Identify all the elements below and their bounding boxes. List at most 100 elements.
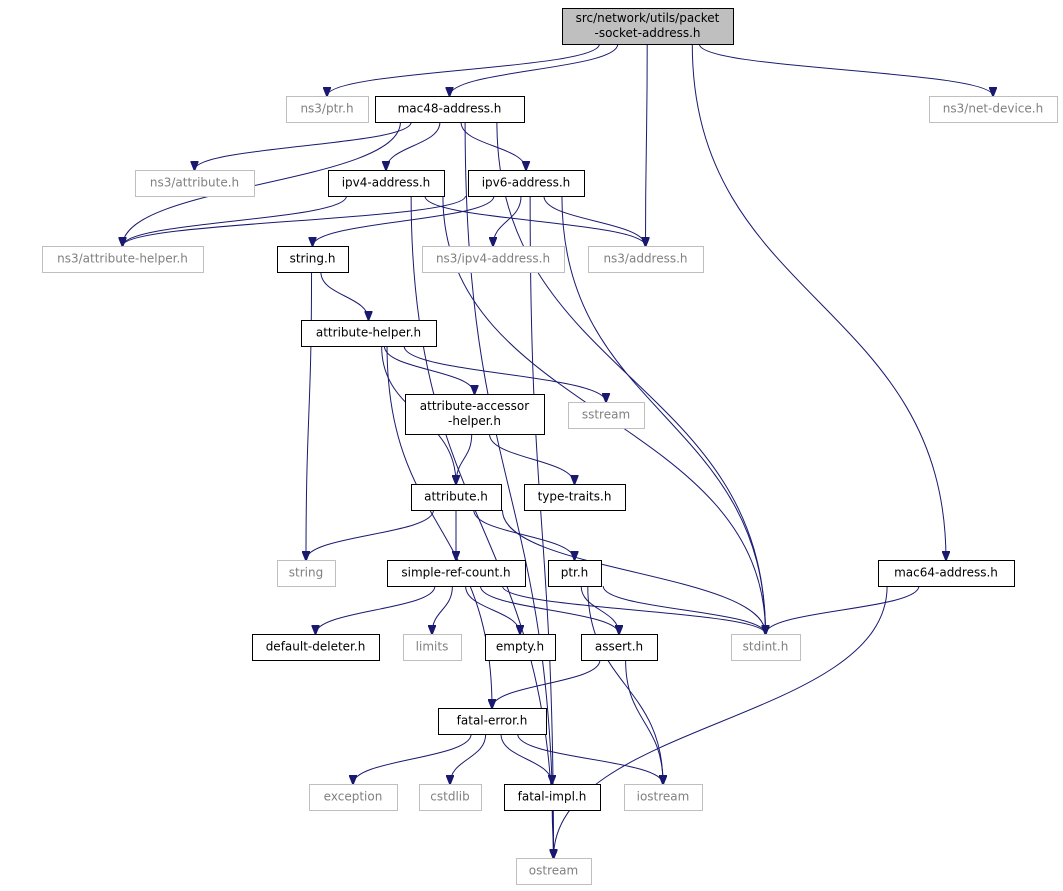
node-ptr-label-0: ptr.h xyxy=(561,566,589,580)
node-exception-label-0: exception xyxy=(324,790,383,804)
edge-ipv6-to-attrhelper_ns3 xyxy=(123,195,466,246)
nodes: src/network/utils/packet-socket-address.… xyxy=(42,8,1058,885)
node-ostream: ostream xyxy=(516,858,592,885)
node-empty[interactable]: empty.h xyxy=(485,634,556,661)
node-ipv4addr_ns3-box xyxy=(422,246,565,273)
node-mac48[interactable]: mac48-address.h xyxy=(375,96,525,123)
node-limits-box xyxy=(403,634,462,661)
edge-ipv4-to-attrhelper_ns3 xyxy=(123,195,347,246)
node-assert-label-0: assert.h xyxy=(595,640,643,654)
node-fatalerror-box xyxy=(438,708,547,735)
edge-mac48-to-attrhelper_ns3 xyxy=(123,121,401,246)
edge-attribute-to-ptr xyxy=(473,509,575,560)
node-attribute[interactable]: attribute.h xyxy=(411,484,502,511)
node-ipv4addr_ns3-label-0: ns3/ipv4-address.h xyxy=(436,252,550,266)
edge-accessor-to-typetraits xyxy=(489,433,575,484)
node-deleter-label-0: default-deleter.h xyxy=(266,640,366,654)
node-attr_ns3-box xyxy=(135,170,255,197)
edge-accessor-to-attribute xyxy=(456,433,473,484)
node-root[interactable]: src/network/utils/packet-socket-address.… xyxy=(562,8,734,45)
node-accessor-label-0: attribute-accessor xyxy=(420,399,529,413)
node-root-box xyxy=(562,8,734,45)
edge-ipv6-to-address_ns3 xyxy=(543,195,646,246)
node-typetraits[interactable]: type-traits.h xyxy=(524,484,626,511)
node-root-label-1: -socket-address.h xyxy=(594,26,700,40)
node-fatalerror[interactable]: fatal-error.h xyxy=(438,708,547,735)
node-ptr_ns3-box xyxy=(286,96,369,123)
node-ipv4[interactable]: ipv4-address.h xyxy=(328,170,445,197)
node-deleter-box xyxy=(252,634,380,661)
node-simplerc-box xyxy=(387,560,526,587)
node-empty-box xyxy=(485,634,556,661)
node-iostream-label-0: iostream xyxy=(637,790,690,804)
edge-root-to-mac64 xyxy=(691,43,946,560)
node-simplerc-label-0: simple-ref-count.h xyxy=(401,566,510,580)
node-ptr[interactable]: ptr.h xyxy=(548,560,602,587)
edge-mac64-to-stdint xyxy=(766,585,920,634)
edges xyxy=(123,43,994,858)
node-mac48-box xyxy=(375,96,525,123)
node-string_h[interactable]: string.h xyxy=(277,246,349,273)
node-fatalimpl[interactable]: fatal-impl.h xyxy=(504,784,601,811)
node-sstream: sstream xyxy=(568,402,645,429)
node-address_ns3: ns3/address.h xyxy=(588,246,704,273)
node-typetraits-box xyxy=(524,484,626,511)
node-sstream-box xyxy=(568,402,645,429)
node-netdevice: ns3/net-device.h xyxy=(929,96,1058,123)
edge-ipv6-to-ostream xyxy=(529,195,553,858)
node-deleter[interactable]: default-deleter.h xyxy=(252,634,380,661)
node-exception: exception xyxy=(309,784,398,811)
edge-string_h-to-attrhelper xyxy=(320,271,369,320)
node-attr_ns3: ns3/attribute.h xyxy=(135,170,255,197)
edge-root-to-mac48 xyxy=(450,43,619,96)
node-mac64-box xyxy=(878,560,1015,587)
edge-assert-to-iostream xyxy=(625,659,663,784)
node-stdint-box xyxy=(731,634,801,661)
node-mac64[interactable]: mac64-address.h xyxy=(878,560,1015,587)
node-fatalimpl-box xyxy=(504,784,601,811)
node-ipv4addr_ns3: ns3/ipv4-address.h xyxy=(422,246,565,273)
node-ptr_ns3-label-0: ns3/ptr.h xyxy=(300,102,353,116)
node-string_h-box xyxy=(277,246,349,273)
node-accessor-label-1: -helper.h xyxy=(448,414,501,428)
edge-ipv6-to-stdint xyxy=(561,195,766,634)
edge-mac64-to-ostream xyxy=(554,585,888,858)
node-limits: limits xyxy=(403,634,462,661)
edge-simplerc-to-assert xyxy=(479,585,619,634)
node-attrhelper[interactable]: attribute-helper.h xyxy=(301,320,437,347)
node-ptr_ns3: ns3/ptr.h xyxy=(286,96,369,123)
node-attrhelper-box xyxy=(301,320,437,347)
node-iostream: iostream xyxy=(624,784,703,811)
node-ipv6-label-0: ipv6-address.h xyxy=(482,176,571,190)
node-mac48-label-0: mac48-address.h xyxy=(398,102,502,116)
edge-simplerc-to-limits xyxy=(432,585,453,634)
node-address_ns3-box xyxy=(588,246,704,273)
edge-mac48-to-ipv6 xyxy=(460,121,526,170)
node-cstdlib: cstdlib xyxy=(419,784,482,811)
edge-root-to-address_ns3 xyxy=(646,43,648,246)
node-simplerc[interactable]: simple-ref-count.h xyxy=(387,560,526,587)
node-netdevice-box xyxy=(929,96,1058,123)
node-typetraits-label-0: type-traits.h xyxy=(538,490,612,504)
node-ipv6[interactable]: ipv6-address.h xyxy=(468,170,585,197)
node-attrhelper_ns3-box xyxy=(42,246,204,273)
edge-attrhelper-to-sstream xyxy=(403,345,606,402)
node-assert[interactable]: assert.h xyxy=(581,634,658,661)
node-ipv4-box xyxy=(328,170,445,197)
node-exception-box xyxy=(309,784,398,811)
edge-fatalerror-to-cstdlib xyxy=(450,733,487,784)
edge-mac48-to-stdint xyxy=(496,121,766,634)
edge-attrhelper-to-accessor xyxy=(383,345,474,394)
node-empty-label-0: empty.h xyxy=(496,640,544,654)
edge-fatalerror-to-exception xyxy=(353,733,472,784)
node-fatalerror-label-0: fatal-error.h xyxy=(457,714,528,728)
edge-attribute-to-string xyxy=(306,509,434,560)
node-address_ns3-label-0: ns3/address.h xyxy=(603,252,687,266)
edge-mac48-to-ipv4 xyxy=(386,121,441,170)
node-mac64-label-0: mac64-address.h xyxy=(894,566,998,580)
node-iostream-box xyxy=(624,784,703,811)
node-attrhelper-label-0: attribute-helper.h xyxy=(316,326,421,340)
node-assert-box xyxy=(581,634,658,661)
node-accessor[interactable]: attribute-accessor-helper.h xyxy=(405,394,545,435)
